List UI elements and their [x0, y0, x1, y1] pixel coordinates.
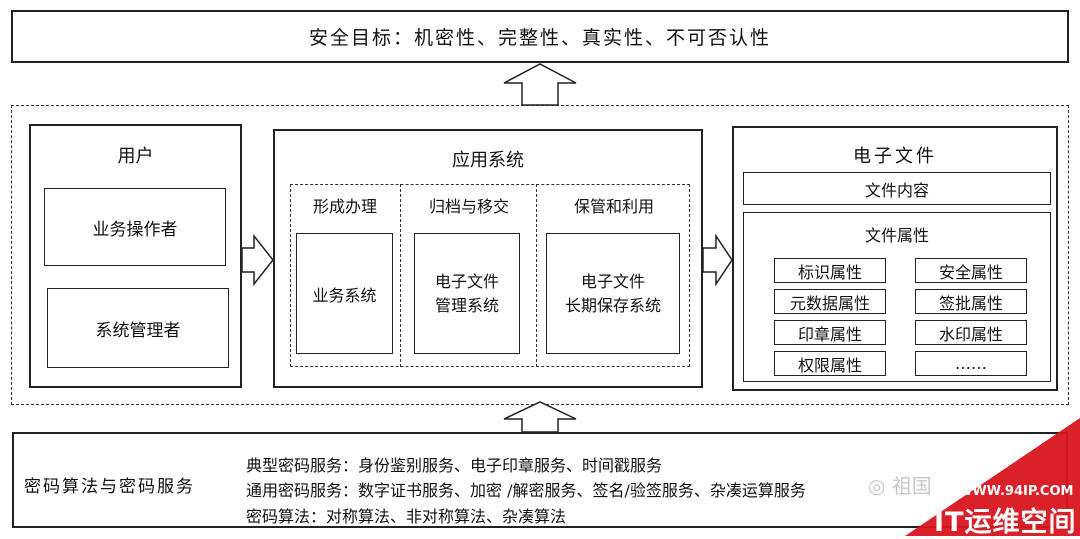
stage-divider-1: [400, 184, 401, 367]
attr-seal-label: 印章属性: [797, 324, 862, 344]
file-attributes-title: 文件属性: [864, 226, 929, 245]
attr-security: 安全属性: [915, 258, 1027, 283]
role-admin-label: 系统管理者: [95, 320, 181, 341]
attr-watermark-label: 水印属性: [938, 324, 1003, 344]
right-arrow-app-file: [702, 233, 733, 287]
attr-more-label: ……: [955, 354, 987, 373]
attr-watermark: 水印属性: [915, 320, 1027, 345]
file-content-label: 文件内容: [864, 180, 929, 200]
attr-metadata: 元数据属性: [774, 289, 886, 314]
crypto-title: 密码算法与密码服务: [24, 477, 195, 497]
efile-panel: 电子文件 文件内容 文件属性 标识属性 安全属性 元数据属性 签批属性 印章属性…: [732, 126, 1058, 391]
file-content-box: 文件内容: [743, 172, 1051, 205]
role-admin: 系统管理者: [47, 288, 229, 368]
business-system-label: 业务系统: [312, 285, 377, 305]
wechat-watermark: ◎ 祖国: [868, 470, 932, 499]
wechat-icon: ◎: [868, 474, 886, 498]
role-operator-label: 业务操作者: [92, 219, 178, 240]
watermark-site: WWW.94IP.COM: [958, 484, 1074, 499]
stage-label-forming: 形成办理: [312, 197, 377, 216]
business-system-box: 业务系统: [296, 233, 393, 354]
crypto-line-general: 通用密码服务：数字证书服务、加密 /解密服务、签名/验签服务、杂凑运算服务: [246, 481, 806, 500]
right-arrow-user-app: [241, 233, 274, 287]
file-attributes-box: 文件属性 标识属性 安全属性 元数据属性 签批属性 印章属性 水印属性 权限属性…: [743, 212, 1051, 382]
erm-system-label: 电子文件 管理系统: [434, 271, 499, 315]
attr-identifier: 标识属性: [774, 258, 886, 283]
stage-divider-2: [536, 184, 537, 367]
attr-metadata-label: 元数据属性: [789, 293, 870, 313]
crypto-box: 密码算法与密码服务 典型密码服务：身份鉴别服务、电子印章服务、时间戳服务 通用密…: [12, 432, 1068, 528]
watermark-red-triangle: [905, 418, 1080, 536]
long-term-system-box: 电子文件 长期保存系统: [546, 233, 680, 354]
attr-permission-label: 权限属性: [797, 355, 862, 375]
role-operator: 业务操作者: [44, 188, 226, 266]
attr-permission: 权限属性: [774, 351, 886, 376]
watermark-brand: IT运维空间: [934, 507, 1077, 538]
stage-label-preservation: 保管和利用: [573, 197, 654, 216]
crypto-line-algorithms: 密码算法：对称算法、非对称算法、杂凑算法: [246, 507, 567, 526]
security-goal-text: 安全目标：机密性、完整性、真实性、不可否认性: [308, 27, 771, 49]
up-arrow-crypto: [503, 401, 577, 433]
attr-security-label: 安全属性: [938, 262, 1003, 282]
user-panel: 用户 业务操作者 系统管理者: [29, 124, 242, 388]
attr-identifier-label: 标识属性: [797, 262, 862, 282]
security-goal-box: 安全目标：机密性、完整性、真实性、不可否认性: [11, 10, 1069, 63]
stage-group: [290, 184, 690, 367]
user-title: 用户: [117, 146, 154, 167]
efile-title: 电子文件: [853, 146, 937, 167]
attr-approval-label: 签批属性: [938, 293, 1003, 313]
up-arrow-goal: [503, 63, 577, 106]
stage-label-archiving: 归档与移交: [428, 197, 509, 216]
app-system-title: 应用系统: [452, 150, 524, 171]
attr-approval: 签批属性: [915, 289, 1027, 314]
wechat-watermark-text: 祖国: [891, 474, 932, 498]
app-system-panel: 应用系统 形成办理 归档与移交 保管和利用 业务系统 电子文件 管理系统 电子文…: [273, 129, 703, 388]
attr-more: ……: [915, 351, 1027, 376]
crypto-line-typical: 典型密码服务：身份鉴别服务、电子印章服务、时间戳服务: [246, 456, 663, 475]
erm-system-box: 电子文件 管理系统: [414, 233, 520, 354]
long-term-system-label: 电子文件 长期保存系统: [564, 271, 661, 315]
attr-seal: 印章属性: [774, 320, 886, 345]
